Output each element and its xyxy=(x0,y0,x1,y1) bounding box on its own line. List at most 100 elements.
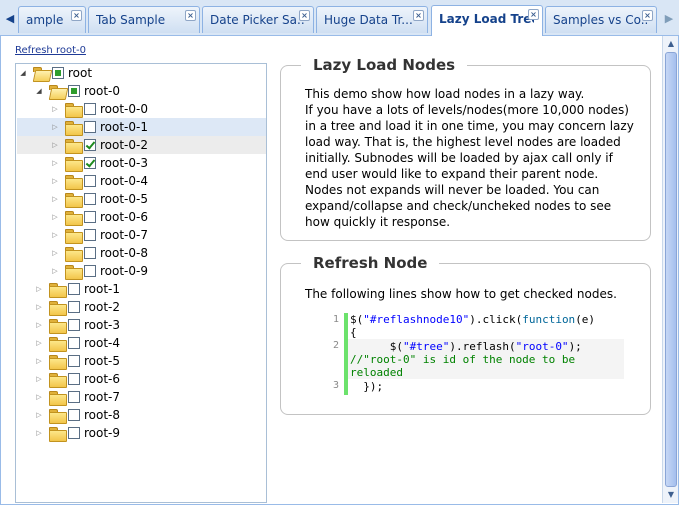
checkbox[interactable] xyxy=(84,247,96,259)
collapsed-triangle-icon[interactable]: ▷ xyxy=(52,105,58,113)
tab-lazy-load-tree[interactable]: Lazy Load Tree × xyxy=(431,5,543,36)
checkbox[interactable] xyxy=(84,211,96,223)
collapsed-triangle-icon[interactable]: ▷ xyxy=(52,249,58,257)
checked-checkbox[interactable] xyxy=(84,139,96,151)
folder-icon xyxy=(65,103,83,118)
collapsed-triangle-icon[interactable]: ▷ xyxy=(36,375,42,383)
tree-node-root-0-3[interactable]: ▷ root-0-3 xyxy=(50,154,148,172)
checkbox[interactable] xyxy=(68,301,80,313)
tree-node-root-4[interactable]: ▷ root-4 xyxy=(34,334,120,352)
folder-icon xyxy=(65,193,83,208)
checkbox[interactable] xyxy=(68,409,80,421)
checkbox[interactable] xyxy=(68,319,80,331)
code-token: "#tree" xyxy=(402,340,450,353)
line-number: 1 xyxy=(332,314,339,325)
collapsed-triangle-icon[interactable]: ▷ xyxy=(36,303,42,311)
collapsed-triangle-icon[interactable]: ▷ xyxy=(36,285,42,293)
collapsed-triangle-icon[interactable]: ▷ xyxy=(52,159,58,167)
tree-node-root-6[interactable]: ▷ root-6 xyxy=(34,370,120,388)
expanded-triangle-icon[interactable]: ◢ xyxy=(20,69,26,77)
tree-node-label: root-0 xyxy=(84,84,121,98)
tab-date-picker[interactable]: Date Picker Sa... × xyxy=(202,6,314,33)
tree-node-root-0-8[interactable]: ▷ root-0-8 xyxy=(50,244,148,262)
collapsed-triangle-icon[interactable]: ▷ xyxy=(36,339,42,347)
checkbox[interactable] xyxy=(68,391,80,403)
close-icon[interactable]: × xyxy=(71,10,82,21)
code-line: $("#reflashnode10").click(function(e) xyxy=(350,313,595,326)
expanded-triangle-icon[interactable]: ◢ xyxy=(36,87,42,95)
checkbox[interactable] xyxy=(84,265,96,277)
collapsed-triangle-icon[interactable]: ▷ xyxy=(52,141,58,149)
checkbox[interactable] xyxy=(68,373,80,385)
collapsed-triangle-icon[interactable]: ▷ xyxy=(52,213,58,221)
tree-node-root[interactable]: ◢ root xyxy=(18,64,92,82)
close-icon[interactable]: × xyxy=(413,10,424,21)
tree-node-root-0[interactable]: ◢ root-0 xyxy=(34,82,120,100)
collapsed-triangle-icon[interactable]: ▷ xyxy=(52,231,58,239)
close-icon[interactable]: × xyxy=(528,9,539,20)
tree-node-root-1[interactable]: ▷ root-1 xyxy=(34,280,120,298)
tab-label: Tab Sample xyxy=(96,13,166,27)
checkbox[interactable] xyxy=(68,427,80,439)
partial-checkbox[interactable] xyxy=(52,67,64,79)
tab-label: ample xyxy=(26,13,64,27)
tree-node-root-0-7[interactable]: ▷ root-0-7 xyxy=(50,226,148,244)
tab-huge-data-tree[interactable]: Huge Data Tr... × xyxy=(316,6,428,33)
tab-samples-vs-code[interactable]: Samples vs Co... × xyxy=(545,6,657,33)
scroll-up-icon[interactable]: ▲ xyxy=(667,39,675,48)
tree-node-root-0-1[interactable]: ▷ root-0-1 xyxy=(50,118,148,136)
vertical-scrollbar[interactable]: ▲ ▼ xyxy=(662,36,678,503)
collapsed-triangle-icon[interactable]: ▷ xyxy=(52,123,58,131)
scrollbar-thumb[interactable] xyxy=(665,52,677,487)
checkbox[interactable] xyxy=(68,337,80,349)
close-icon[interactable]: × xyxy=(185,10,196,21)
checkbox[interactable] xyxy=(84,121,96,133)
tab-scroll-right-icon[interactable]: ▶ xyxy=(664,11,674,25)
checkbox[interactable] xyxy=(84,193,96,205)
tree-node-root-7[interactable]: ▷ root-7 xyxy=(34,388,120,406)
scroll-down-icon[interactable]: ▼ xyxy=(667,490,675,499)
collapsed-triangle-icon[interactable]: ▷ xyxy=(36,357,42,365)
description-line: in a tree and load it in one time, you m… xyxy=(305,119,634,133)
refresh-root-0-link[interactable]: Refresh root-0 xyxy=(15,45,86,56)
tab-scroll-left-icon[interactable]: ◀ xyxy=(5,11,15,25)
tree-node-root-0-9[interactable]: ▷ root-0-9 xyxy=(50,262,148,280)
tab-sample-partial[interactable]: ample × xyxy=(18,6,86,33)
collapsed-triangle-icon[interactable]: ▷ xyxy=(36,321,42,329)
collapsed-triangle-icon[interactable]: ▷ xyxy=(52,195,58,203)
tree-node-root-5[interactable]: ▷ root-5 xyxy=(34,352,120,370)
tree-node-root-0-6[interactable]: ▷ root-0-6 xyxy=(50,208,148,226)
collapsed-triangle-icon[interactable]: ▷ xyxy=(36,429,42,437)
tree-node-root-3[interactable]: ▷ root-3 xyxy=(34,316,120,334)
code-token: "#reflashnode10" xyxy=(363,313,470,326)
code-token: $( xyxy=(350,313,364,326)
collapsed-triangle-icon[interactable]: ▷ xyxy=(52,177,58,185)
tree-panel: ◢ root ◢ root-0 ▷ root-0-0 ▷ root-0-1 ▷ xyxy=(15,63,267,503)
tree-node-root-0-5[interactable]: ▷ root-0-5 xyxy=(50,190,148,208)
close-icon[interactable]: × xyxy=(642,10,653,21)
tree-node-root-2[interactable]: ▷ root-2 xyxy=(34,298,120,316)
tree-node-root-0-0[interactable]: ▷ root-0-0 xyxy=(50,100,148,118)
collapsed-triangle-icon[interactable]: ▷ xyxy=(36,411,42,419)
tree-node-root-9[interactable]: ▷ root-9 xyxy=(34,424,120,442)
lazy-load-description: This demo show how load nodes in a lazy … xyxy=(305,86,634,230)
tree-node-root-8[interactable]: ▷ root-8 xyxy=(34,406,120,424)
checked-checkbox[interactable] xyxy=(84,157,96,169)
close-icon[interactable]: × xyxy=(299,10,310,21)
folder-icon xyxy=(65,139,83,154)
tree-node-root-0-2[interactable]: ▷ root-0-2 xyxy=(50,136,148,154)
tree-node-label: root-9 xyxy=(84,426,121,440)
partial-checkbox[interactable] xyxy=(68,85,80,97)
checkbox[interactable] xyxy=(84,229,96,241)
tab-tab-sample[interactable]: Tab Sample × xyxy=(88,6,200,33)
folder-icon xyxy=(65,175,83,190)
checkbox[interactable] xyxy=(68,283,80,295)
collapsed-triangle-icon[interactable]: ▷ xyxy=(52,267,58,275)
checkbox[interactable] xyxy=(84,175,96,187)
tree-node-root-0-4[interactable]: ▷ root-0-4 xyxy=(50,172,148,190)
tree-node-label: root-1 xyxy=(84,282,121,296)
checkbox[interactable] xyxy=(68,355,80,367)
code-line: { xyxy=(350,326,357,339)
collapsed-triangle-icon[interactable]: ▷ xyxy=(36,393,42,401)
checkbox[interactable] xyxy=(84,103,96,115)
